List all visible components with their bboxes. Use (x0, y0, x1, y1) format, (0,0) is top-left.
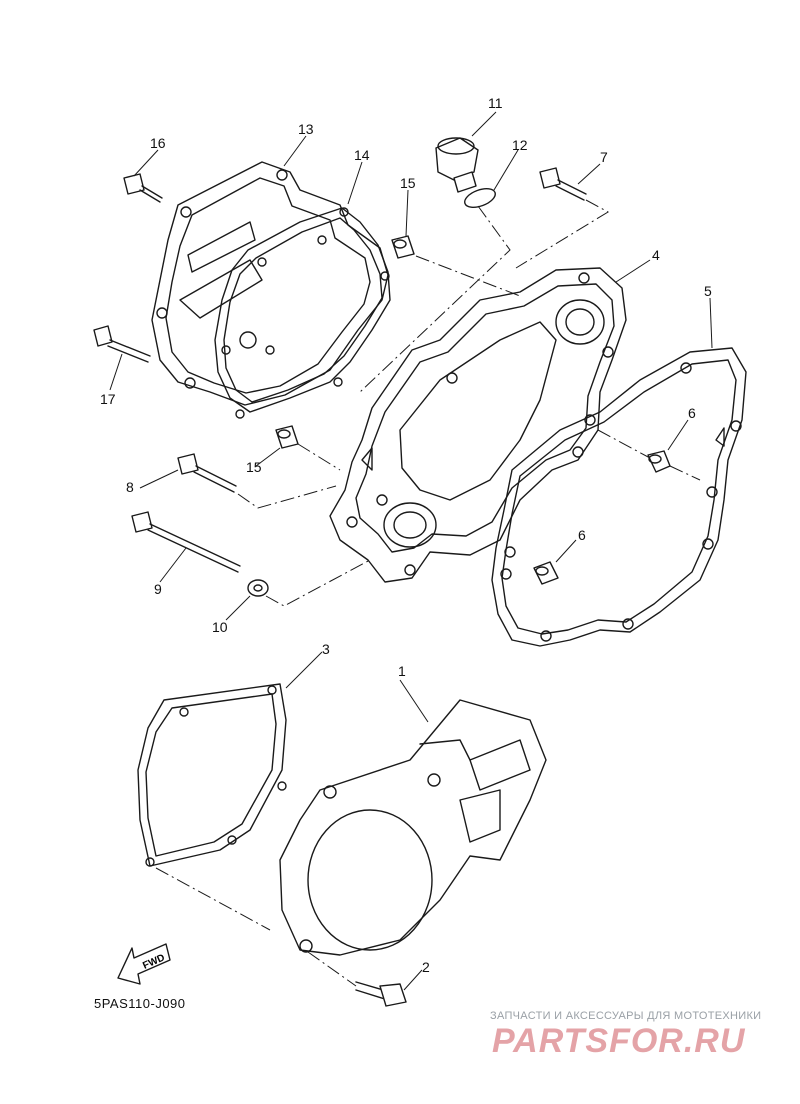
part-15-dowel-pin (391, 235, 415, 259)
callout-7: 7 (600, 149, 608, 165)
callouts: 1 2 3 4 5 6 6 7 8 9 10 11 12 13 14 15 15… (100, 95, 712, 975)
part-6-dowel-pin (647, 450, 671, 473)
callout-10: 10 (212, 619, 228, 635)
part-12-o-ring (464, 188, 496, 208)
part-11-oil-filler-plug (435, 137, 479, 193)
part-4-crankcase-cover (329, 267, 627, 583)
watermark-logo: PARTSFOR.RU (492, 1022, 746, 1060)
callout-8: 8 (126, 479, 134, 495)
callout-11: 11 (488, 95, 503, 111)
callout-13: 13 (298, 121, 314, 137)
callout-2: 2 (422, 959, 430, 975)
callout-15a: 15 (400, 175, 416, 191)
callout-3: 3 (322, 641, 330, 657)
part-15-dowel-pin (275, 425, 299, 449)
fwd-arrow-icon: FWD (117, 943, 171, 985)
callout-1: 1 (398, 663, 406, 679)
callout-6b: 6 (578, 527, 586, 543)
part-7-bolt (539, 167, 587, 201)
callout-14: 14 (354, 147, 370, 163)
part-10-washer (247, 579, 269, 597)
part-8-bolt (177, 453, 237, 493)
callout-9: 9 (154, 581, 162, 597)
part-17-bolt (93, 325, 151, 363)
callout-12: 12 (512, 137, 528, 153)
callout-17: 17 (100, 391, 116, 407)
watermark-tagline: ЗАПЧАСТИ И АКСЕССУАРЫ ДЛЯ МОТОТЕХНИКИ (490, 1010, 762, 1022)
callout-16: 16 (150, 135, 166, 151)
callout-15b: 15 (246, 459, 262, 475)
part-9-bolt (131, 511, 241, 573)
alignment-lines-upper (237, 199, 701, 607)
part-6-dowel-pin (533, 561, 559, 585)
callout-6a: 6 (688, 405, 696, 421)
part-14-gasket (214, 207, 391, 419)
part-3-gasket (137, 683, 287, 867)
part-16-bolt (123, 173, 163, 203)
part-13-clutch-cover (151, 161, 389, 406)
diagram-code: 5PAS110-J090 (94, 996, 186, 1011)
callout-4: 4 (652, 247, 660, 263)
part-5-gasket (491, 347, 747, 647)
leader-lines (109, 111, 713, 991)
alignment-lines-lower (155, 867, 357, 987)
callout-5: 5 (704, 283, 712, 299)
part-2-screw (355, 981, 407, 1007)
part-1-cover (279, 699, 547, 956)
